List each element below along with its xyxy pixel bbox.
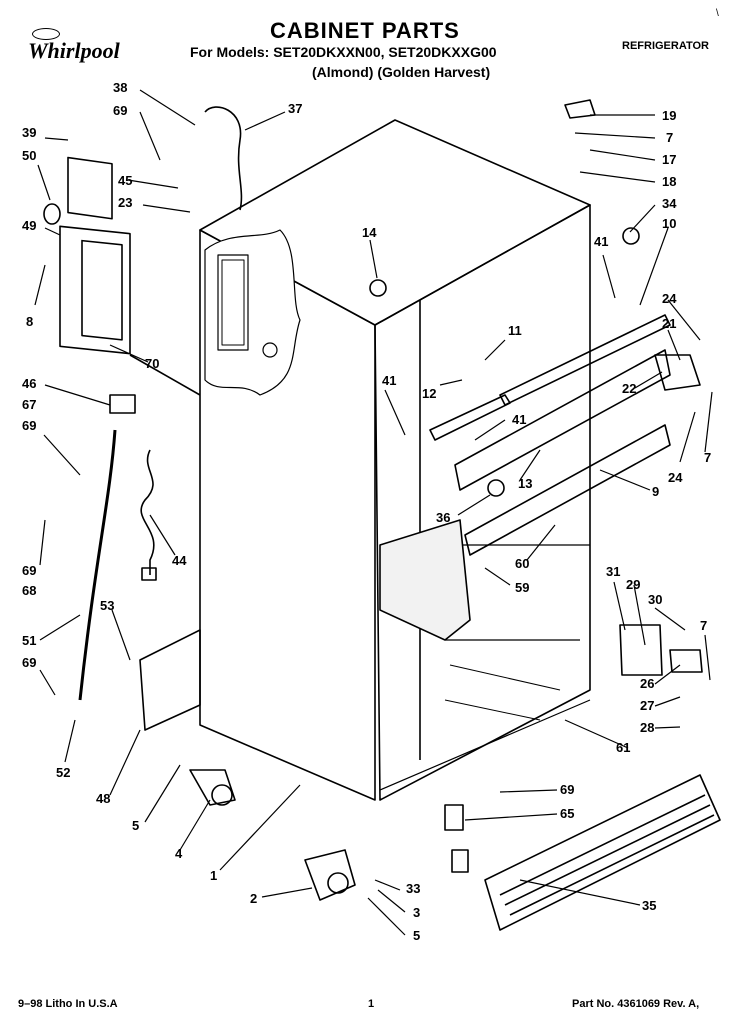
leader-lines — [34, 89, 713, 936]
callout-50: 50 — [22, 148, 36, 163]
callout-39: 39 — [22, 125, 36, 140]
callout-19: 19 — [662, 108, 676, 123]
hinge-plate-31 — [619, 624, 663, 676]
plug-36 — [487, 479, 505, 497]
center-mullion — [454, 349, 671, 491]
water-tube — [78, 429, 117, 701]
clip-65 — [444, 804, 464, 831]
callout-13: 13 — [518, 476, 532, 491]
footer-litho: 9–98 Litho In U.S.A — [18, 998, 118, 1010]
callout-59: 59 — [515, 580, 529, 595]
toe-grille — [484, 774, 721, 931]
callout-37: 37 — [288, 101, 302, 116]
callout-21: 21 — [662, 316, 676, 331]
whirlpool-logo: Whirlpool — [10, 26, 150, 70]
callout-44: 44 — [172, 553, 187, 568]
callout-18: 18 — [662, 174, 676, 189]
bottom-hinge-26 — [669, 649, 703, 673]
plug-34 — [622, 227, 640, 245]
callout-28: 28 — [640, 720, 654, 735]
callout-69e: 69 — [560, 782, 574, 797]
callout-61: 61 — [616, 740, 630, 755]
front-roller — [304, 849, 356, 901]
logo-badge-icon — [32, 28, 60, 40]
callout-22: 22 — [622, 381, 636, 396]
callout-45: 45 — [118, 173, 132, 188]
rail-12 — [429, 394, 511, 441]
callout-51: 51 — [22, 633, 36, 648]
callout-10: 10 — [662, 216, 676, 231]
corner-mark: \ — [716, 8, 719, 19]
callout-69: 69 — [113, 103, 127, 118]
plug-14 — [369, 279, 387, 297]
callout-70: 70 — [145, 356, 159, 371]
callout-7c: 7 — [700, 618, 707, 633]
callout-1: 1 — [210, 868, 217, 883]
callout-24: 24 — [662, 291, 677, 306]
callout-52: 52 — [56, 765, 70, 780]
rear-bracket — [139, 629, 201, 731]
callout-8: 8 — [26, 314, 33, 329]
page-title: CABINET PARTS — [270, 18, 460, 43]
logo-wordmark: Whirlpool — [28, 38, 120, 63]
callout-34: 34 — [662, 196, 677, 211]
rail-9 — [464, 424, 671, 556]
callout-12: 12 — [422, 386, 436, 401]
callout-9: 9 — [652, 484, 659, 499]
wire-harness — [204, 106, 243, 211]
callout-labels: 38 69 37 39 50 45 23 49 8 70 46 67 69 14… — [22, 80, 711, 943]
callout-69b: 69 — [22, 418, 36, 433]
tube-clamp — [109, 394, 136, 414]
callout-33: 33 — [406, 881, 420, 896]
footer-part-number: Part No. 4361069 Rev. A, — [572, 998, 700, 1010]
variants-line: (Almond) (Golden Harvest) — [312, 64, 491, 80]
callout-69c: 69 — [22, 563, 36, 578]
callout-2: 2 — [250, 891, 257, 906]
callout-41c: 41 — [594, 234, 608, 249]
callout-38: 38 — [113, 80, 127, 95]
callout-69d: 69 — [22, 655, 36, 670]
cabinet-shell — [199, 119, 591, 801]
callout-41: 41 — [382, 373, 396, 388]
callout-31: 31 — [606, 564, 620, 579]
models-line: For Models: SET20DKXXN00, SET20DKXXG00 — [190, 44, 497, 60]
category-label: REFRIGERATOR — [622, 40, 709, 52]
callout-36: 36 — [436, 510, 450, 525]
rear-roller — [189, 769, 236, 806]
rail-10 — [499, 314, 671, 406]
callout-29: 29 — [626, 577, 640, 592]
callout-4: 4 — [175, 846, 183, 861]
callout-14: 14 — [362, 225, 377, 240]
callout-30: 30 — [648, 592, 662, 607]
callout-17: 17 — [662, 152, 676, 167]
callout-35: 35 — [642, 898, 656, 913]
footer-page-number: 1 — [368, 998, 375, 1010]
callout-7: 7 — [666, 130, 673, 145]
power-cord — [140, 449, 155, 575]
callout-23: 23 — [118, 195, 132, 210]
callout-7b: 7 — [704, 450, 711, 465]
power-plug — [141, 567, 157, 581]
callout-65: 65 — [560, 806, 574, 821]
callout-5: 5 — [132, 818, 139, 833]
callout-48: 48 — [96, 791, 110, 806]
callout-26: 26 — [640, 676, 654, 691]
callout-41b: 41 — [512, 412, 526, 427]
callout-5b: 5 — [413, 928, 420, 943]
callout-49: 49 — [22, 218, 36, 233]
callout-60: 60 — [515, 556, 529, 571]
callout-27: 27 — [640, 698, 654, 713]
clip-33 — [451, 849, 469, 873]
callout-11: 11 — [508, 323, 522, 338]
callout-46: 46 — [22, 376, 36, 391]
callout-24b: 24 — [668, 470, 683, 485]
control-panel-assembly — [43, 156, 201, 396]
callout-53: 53 — [100, 598, 114, 613]
callout-3: 3 — [413, 905, 420, 920]
callout-67: 67 — [22, 397, 36, 412]
callout-68: 68 — [22, 583, 36, 598]
